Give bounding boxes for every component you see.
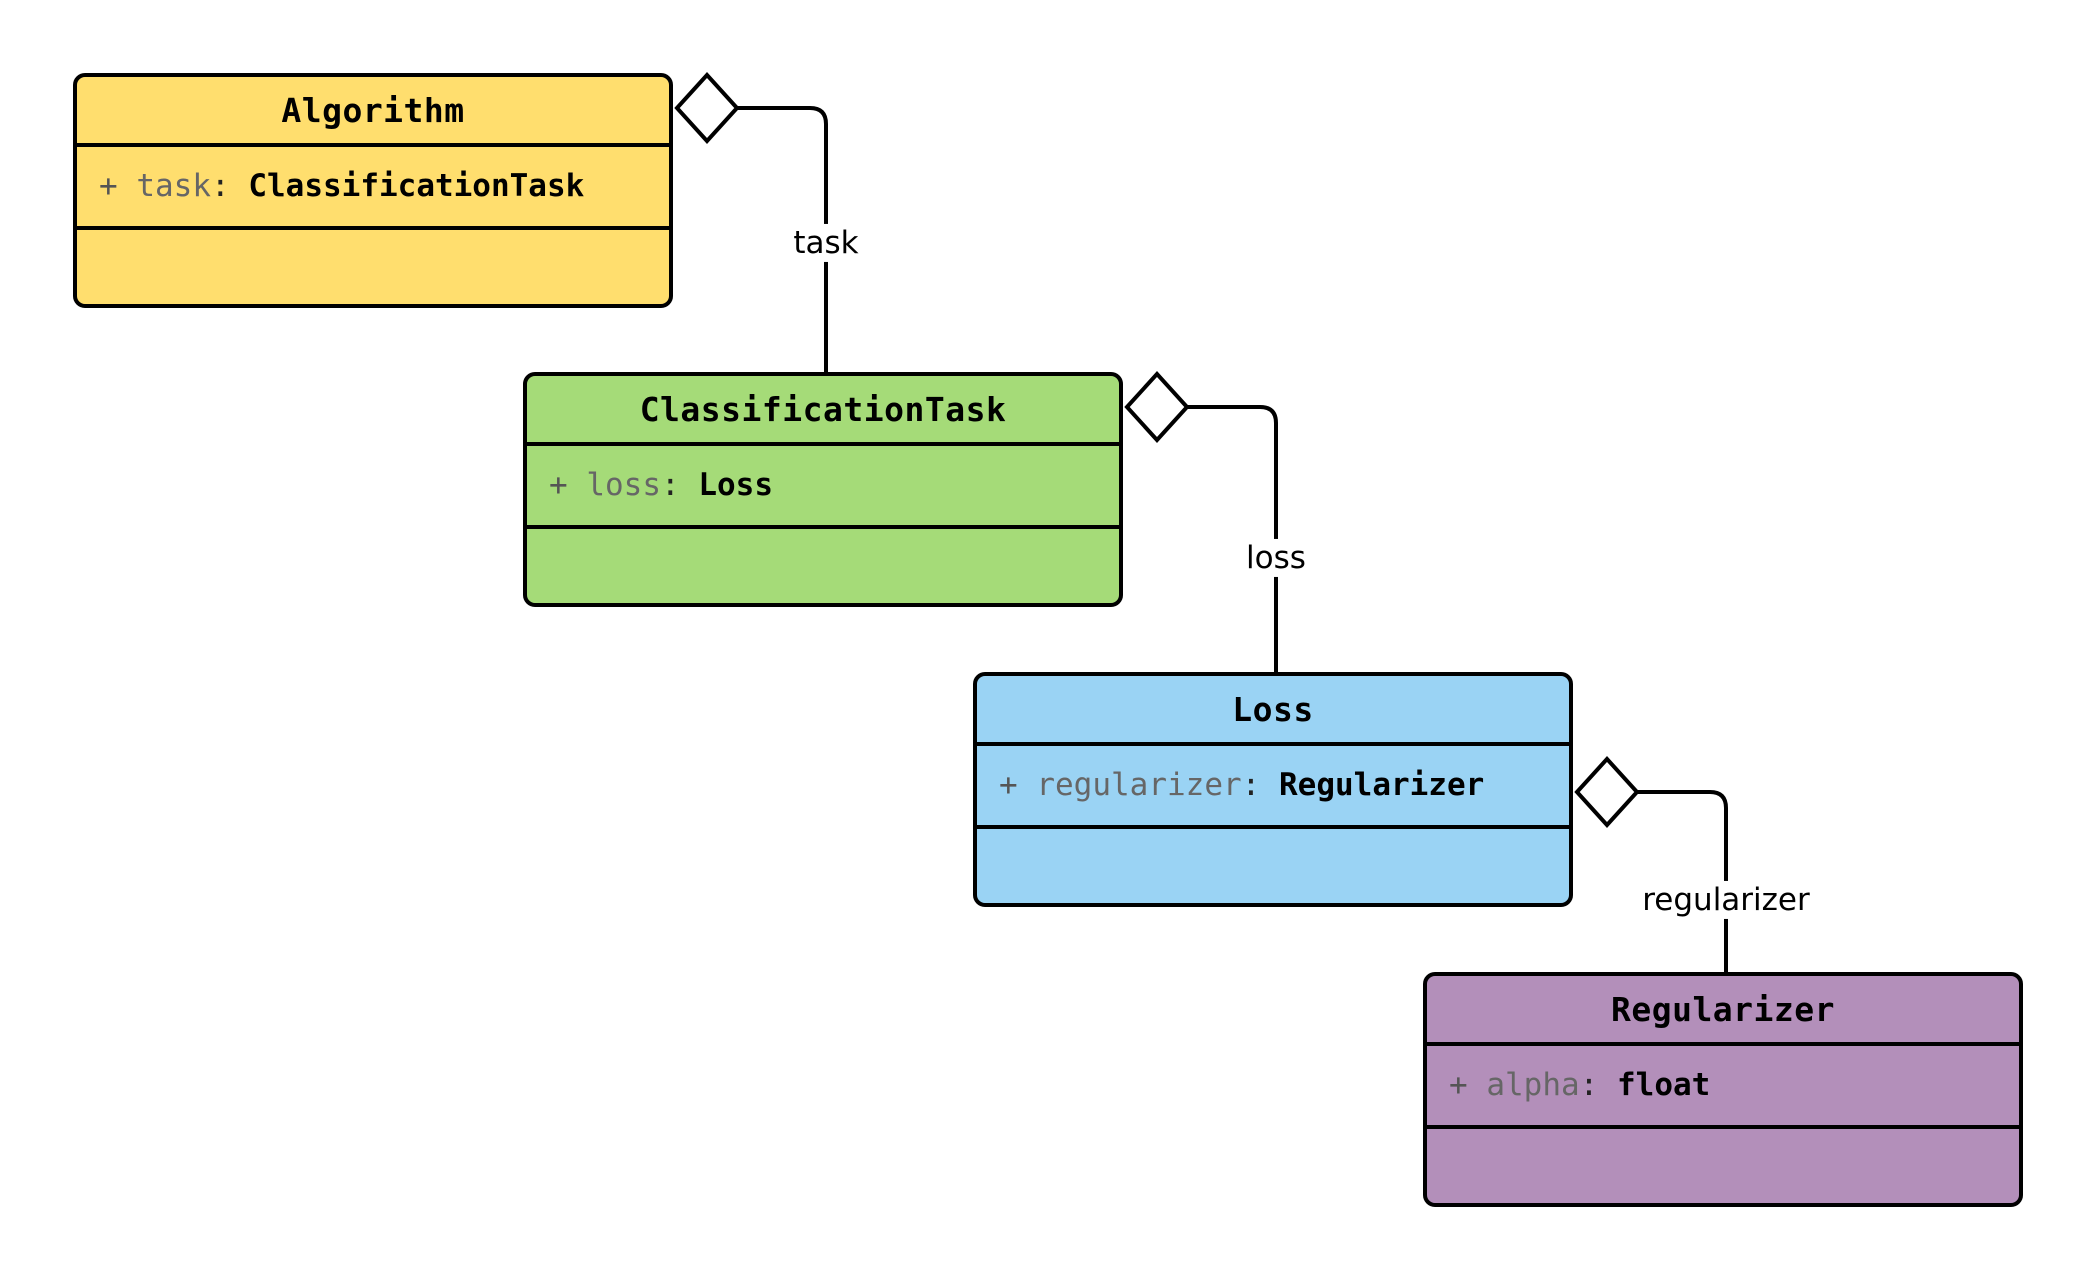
attribute-separator: : <box>661 466 680 503</box>
relationship-edge-regularizer[interactable] <box>1574 756 1728 972</box>
aggregation-diamond-icon <box>1124 371 1190 443</box>
uml-class-loss[interactable]: Loss + regularizer: Regularizer <box>973 672 1573 907</box>
uml-operations-compartment-classification-task <box>527 529 1119 603</box>
uml-operations-compartment-loss <box>977 829 1569 903</box>
attribute-visibility: + <box>1449 1066 1468 1103</box>
uml-attribute-row: + regularizer: Regularizer <box>999 766 1547 804</box>
uml-attribute-row: + alpha: float <box>1449 1066 1997 1104</box>
attribute-type: Loss <box>698 466 773 503</box>
aggregation-diamond-icon <box>1574 756 1640 828</box>
uml-attributes-compartment-loss: + regularizer: Regularizer <box>977 746 1569 829</box>
uml-operations-compartment-regularizer <box>1427 1129 2019 1203</box>
attribute-separator: : <box>1579 1066 1599 1103</box>
uml-attributes-compartment-algorithm: + task: ClassificationTask <box>77 147 669 230</box>
attribute-name: alpha <box>1486 1066 1580 1103</box>
attribute-separator: : <box>211 167 230 204</box>
uml-attribute-row: + task: ClassificationTask <box>99 167 647 205</box>
uml-class-regularizer[interactable]: Regularizer + alpha: float <box>1423 972 2023 1207</box>
attribute-name: loss <box>586 466 661 503</box>
uml-class-title-classification-task: ClassificationTask <box>527 376 1119 446</box>
relationship-label-loss: loss <box>1239 538 1313 578</box>
uml-attribute-row: + loss: Loss <box>549 466 1097 504</box>
uml-operations-compartment-algorithm <box>77 230 669 304</box>
uml-class-classification-task[interactable]: ClassificationTask + loss: Loss <box>523 372 1123 607</box>
aggregation-diamond-icon <box>674 72 740 144</box>
attribute-type: ClassificationTask <box>248 167 585 204</box>
uml-class-title-loss: Loss <box>977 676 1569 746</box>
uml-attributes-compartment-regularizer: + alpha: float <box>1427 1046 2019 1129</box>
attribute-name: regularizer <box>1036 766 1242 803</box>
uml-class-algorithm[interactable]: Algorithm + task: ClassificationTask <box>73 73 673 308</box>
attribute-separator: : <box>1241 766 1261 803</box>
uml-class-title-regularizer: Regularizer <box>1427 976 2019 1046</box>
attribute-type: Regularizer <box>1279 766 1485 803</box>
uml-attributes-compartment-classification-task: + loss: Loss <box>527 446 1119 529</box>
relationship-label-regularizer: regularizer <box>1635 880 1817 920</box>
attribute-visibility: + <box>999 766 1018 803</box>
attribute-name: task <box>136 167 211 204</box>
attribute-type: float <box>1617 1066 1711 1103</box>
attribute-visibility: + <box>99 167 118 204</box>
uml-class-title-algorithm: Algorithm <box>77 77 669 147</box>
attribute-visibility: + <box>549 466 568 503</box>
relationship-edge-loss[interactable] <box>1124 371 1278 672</box>
relationship-label-task: task <box>786 223 866 263</box>
